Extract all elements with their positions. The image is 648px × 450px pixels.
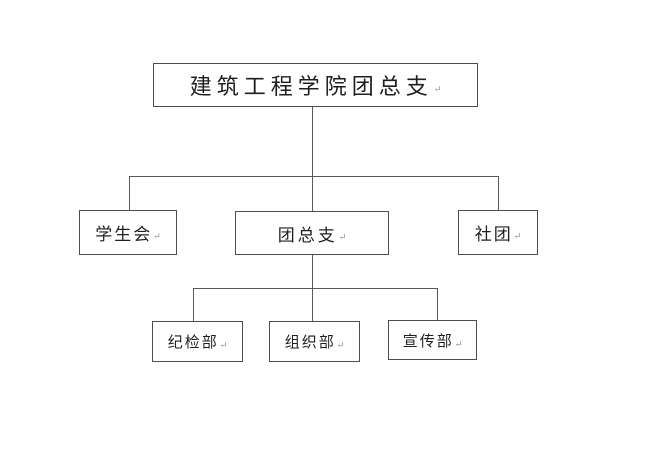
org-node-league-branch: 团总支↵ [235,211,389,255]
connector-level2-left-drop [129,176,130,210]
connector-level2-horizontal [129,176,499,177]
org-node-discipline-dept: 纪检部↵ [152,321,243,362]
return-mark: ↵ [513,231,522,241]
connector-root-vertical [312,107,313,176]
connector-level2-right-drop [498,176,499,210]
org-node-publicity-dept: 宣传部↵ [388,320,477,360]
return-mark: ↵ [153,231,161,241]
connector-level3-middle-drop [312,288,313,321]
org-node-student-union-label: 学生会 [95,225,153,244]
return-mark: ↵ [219,340,228,350]
return-mark: ↵ [336,340,345,350]
connector-level3-right-drop [437,288,438,320]
org-node-discipline-dept-label: 纪检部 [167,335,219,351]
return-mark: ↵ [454,338,463,349]
connector-league-branch-vertical [312,255,313,288]
org-node-publicity-dept-label: 宣传部 [402,333,454,350]
connector-level3-left-drop [193,288,194,321]
return-mark: ↵ [433,83,442,94]
connector-level3-horizontal [193,288,438,289]
org-node-student-union: 学生会↵ [79,210,177,255]
org-node-organization-dept: 组织部↵ [269,321,360,362]
org-node-organization-dept-label: 组织部 [284,335,336,351]
org-node-root: 建筑工程学院团总支↵ [153,63,478,107]
org-node-clubs: 社团↵ [458,210,538,255]
org-node-clubs-label: 社团 [474,225,513,244]
return-mark: ↵ [338,231,347,242]
connector-level2-middle-drop [312,176,313,211]
org-node-league-branch-label: 团总支 [277,225,338,245]
org-node-root-label: 建筑工程学院团总支 [189,74,433,99]
